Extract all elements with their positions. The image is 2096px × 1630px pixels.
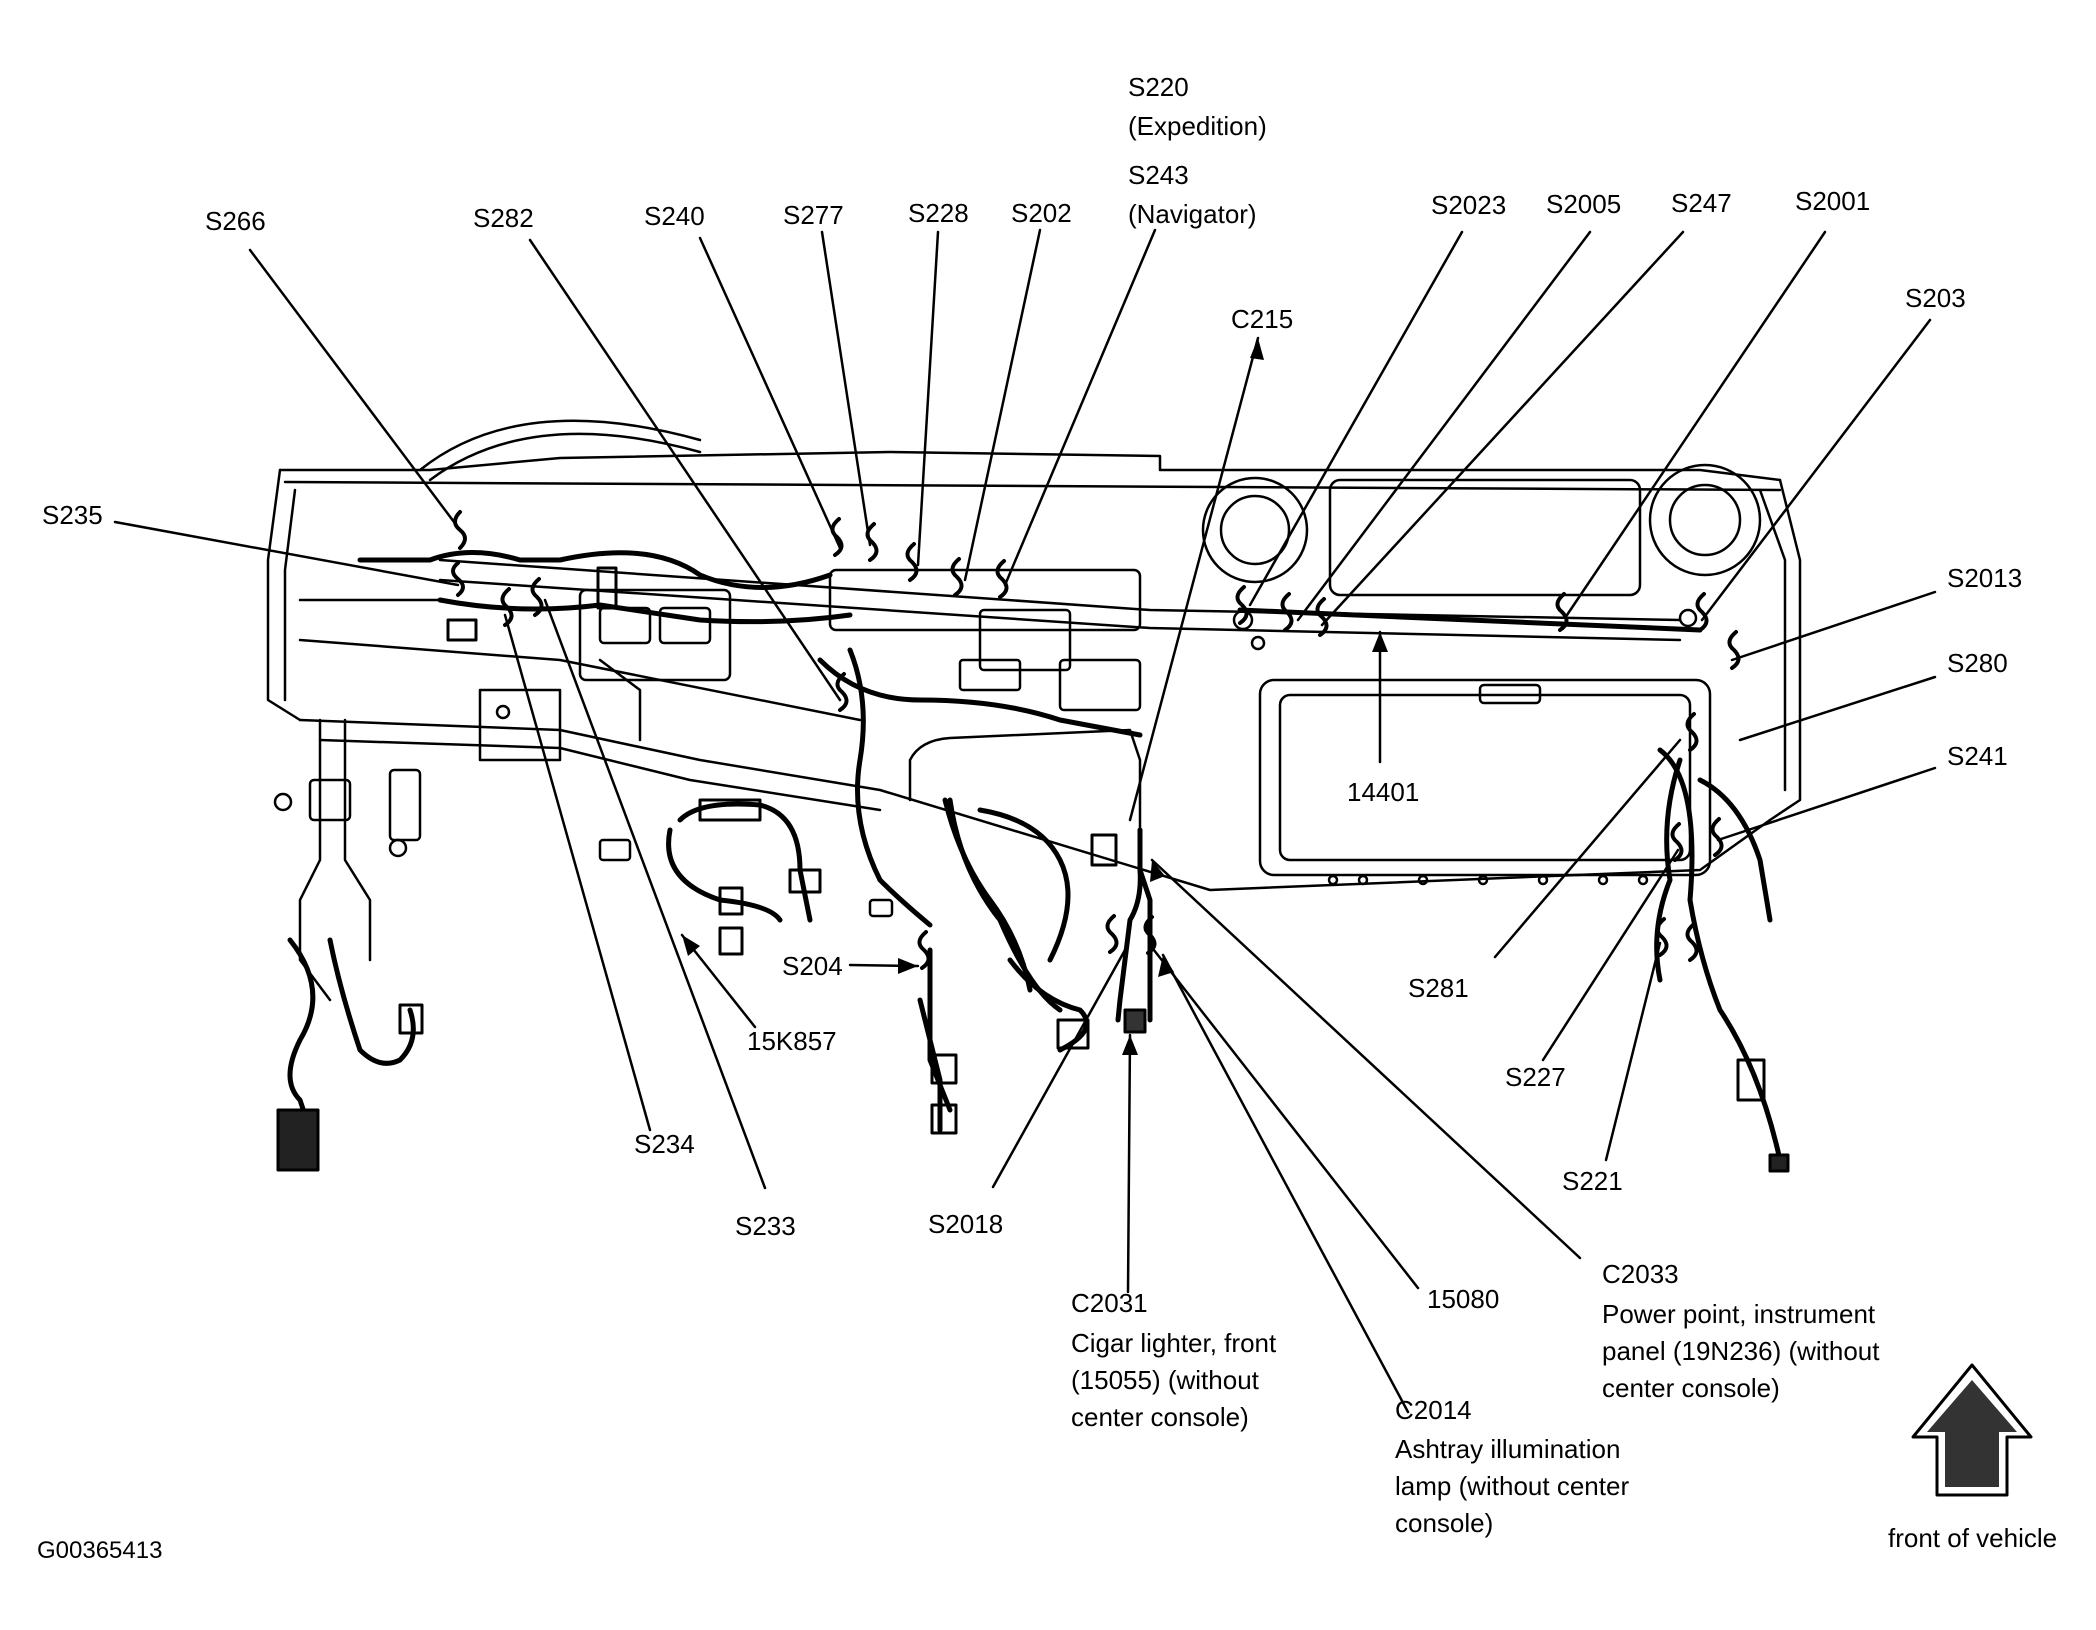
splice-markers — [451, 510, 1741, 970]
label-c2033: C2033 — [1602, 1259, 1679, 1289]
label-s204: S204 — [782, 951, 843, 981]
leader-lines — [113, 228, 1937, 1414]
label-part-15k857: 15K857 — [747, 1026, 837, 1056]
c2033-desc-line: panel (19N236) (without — [1602, 1336, 1880, 1366]
label-c215: C215 — [1231, 304, 1294, 334]
c2033-desc-line: Power point, instrument — [1602, 1299, 1876, 1329]
label-s280: S280 — [1947, 648, 2008, 678]
label-s233: S233 — [735, 1211, 796, 1241]
front-arrow-icon — [1911, 1363, 2033, 1497]
label-c2033-desc: Power point, instrument panel (19N236) (… — [1602, 1296, 1880, 1407]
label-s2023: S2023 — [1431, 190, 1507, 220]
label-s228: S228 — [908, 198, 969, 228]
label-s240: S240 — [644, 201, 705, 231]
label-s241: S241 — [1947, 741, 2008, 771]
label-s234: S234 — [634, 1129, 695, 1159]
label-c2014: C2014 — [1395, 1395, 1472, 1425]
label-s282: S282 — [473, 203, 534, 233]
label-c2014-desc: Ashtray illumination lamp (without cente… — [1395, 1431, 1629, 1542]
label-s202: S202 — [1011, 198, 1072, 228]
figure-id: G00365413 — [37, 1537, 163, 1564]
c2031-desc-line: Cigar lighter, front — [1071, 1328, 1277, 1358]
label-s277: S277 — [783, 200, 844, 230]
c2031-desc-line: center console) — [1071, 1402, 1249, 1432]
label-s247: S247 — [1671, 188, 1732, 218]
label-s2001: S2001 — [1795, 186, 1871, 216]
c2014-desc-line: Ashtray illumination — [1395, 1434, 1621, 1464]
label-s220-note: (Expedition) — [1128, 111, 1267, 141]
label-s281: S281 — [1408, 973, 1469, 1003]
c2014-desc-line: lamp (without center — [1395, 1471, 1630, 1501]
c2031-desc-line: (15055) (without — [1071, 1365, 1259, 1395]
label-c2031-desc: Cigar lighter, front (15055) (without ce… — [1071, 1325, 1276, 1436]
label-part-15080: 15080 — [1427, 1284, 1500, 1314]
label-c2031: C2031 — [1071, 1288, 1148, 1318]
label-s266: S266 — [205, 206, 266, 236]
label-s220: S220 — [1128, 72, 1189, 102]
connectors — [276, 566, 1790, 1173]
c2014-desc-line: console) — [1395, 1508, 1494, 1538]
harness-bundles — [287, 550, 1783, 1163]
label-s203: S203 — [1905, 283, 1966, 313]
label-s2005: S2005 — [1546, 189, 1622, 219]
label-s235: S235 — [42, 500, 103, 530]
label-s243-note: (Navigator) — [1128, 199, 1257, 229]
label-s221: S221 — [1562, 1166, 1623, 1196]
label-part-14401: 14401 — [1347, 777, 1420, 807]
label-s243: S243 — [1128, 160, 1189, 190]
front-of-vehicle-label: front of vehicle — [1888, 1523, 2058, 1553]
label-s2013: S2013 — [1947, 563, 2023, 593]
leader-arrowheads — [682, 338, 1388, 1055]
dashboard-outline — [266, 419, 1802, 1002]
c2033-desc-line: center console) — [1602, 1373, 1780, 1403]
label-s2018: S2018 — [928, 1209, 1004, 1239]
label-s227: S227 — [1505, 1062, 1566, 1092]
